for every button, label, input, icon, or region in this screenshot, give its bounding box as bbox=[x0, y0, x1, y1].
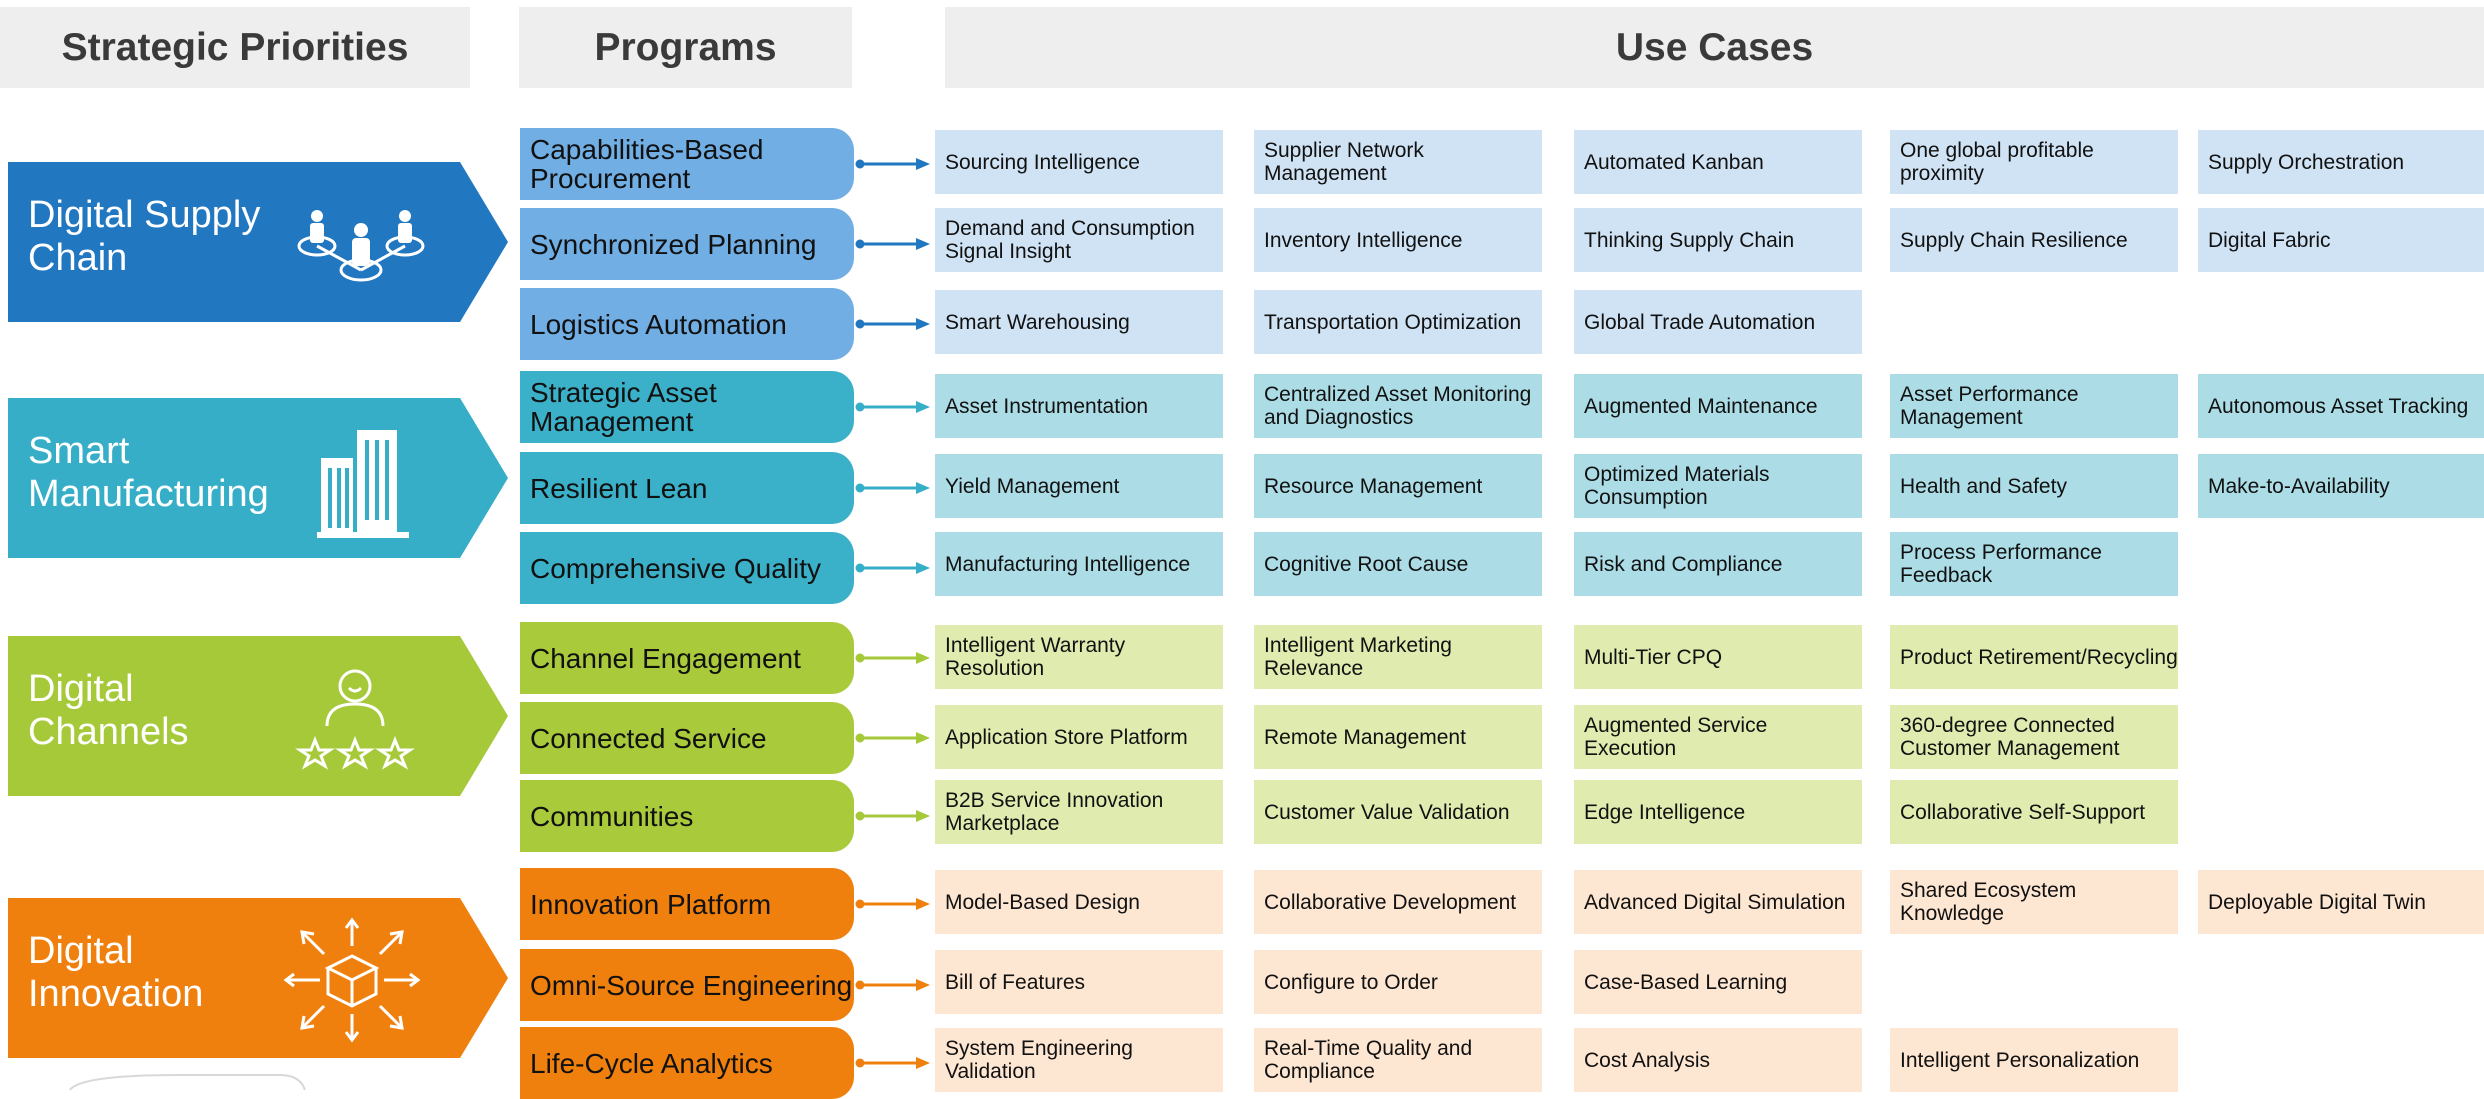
program-11: Omni-Source Engineering bbox=[520, 949, 854, 1021]
people-network-icon bbox=[293, 204, 433, 299]
pillar-title: Digital Supply Chain bbox=[28, 194, 261, 279]
use-case-tile: 360-degree Connected Customer Management bbox=[1890, 705, 2178, 769]
program-connector-arrow bbox=[852, 650, 932, 671]
use-case-tile: Intelligent Warranty Resolution bbox=[935, 625, 1223, 689]
use-case-tile: Model-Based Design bbox=[935, 870, 1223, 934]
pillar-title: Digital Innovation bbox=[28, 930, 204, 1015]
pillar-2: Smart Manufacturing bbox=[8, 398, 508, 558]
use-case-tile: Augmented Service Execution bbox=[1574, 705, 1862, 769]
user-rating-stars-icon bbox=[293, 664, 419, 779]
box-arrows-icon bbox=[278, 910, 428, 1057]
use-case-tile: Collaborative Self-Support bbox=[1890, 780, 2178, 844]
program-connector-arrow bbox=[852, 896, 932, 917]
use-case-tile: Customer Value Validation bbox=[1254, 780, 1542, 844]
pillar-arrow-shape bbox=[8, 898, 508, 1058]
program-7: Channel Engagement bbox=[520, 622, 854, 694]
use-case-tile: Supply Orchestration bbox=[2198, 130, 2484, 194]
pillar-arrow-shape bbox=[8, 636, 508, 796]
program-connector-arrow bbox=[852, 480, 932, 501]
use-case-tile: Application Store Platform bbox=[935, 705, 1223, 769]
use-case-tile: Make-to-Availability bbox=[2198, 454, 2484, 518]
use-case-tile: Shared Ecosystem Knowledge bbox=[1890, 870, 2178, 934]
use-case-tile: Thinking Supply Chain bbox=[1574, 208, 1862, 272]
use-case-tile: Smart Warehousing bbox=[935, 290, 1223, 354]
strategic-priorities-header-label: Strategic Priorities bbox=[61, 25, 409, 69]
use-case-tile: Resource Management bbox=[1254, 454, 1542, 518]
pillar-title: Smart Manufacturing bbox=[28, 430, 269, 515]
use-case-tile: Supplier Network Management bbox=[1254, 130, 1542, 194]
use-case-tile: B2B Service Innovation Marketplace bbox=[935, 780, 1223, 844]
use-case-tile: Sourcing Intelligence bbox=[935, 130, 1223, 194]
use-case-tile: Advanced Digital Simulation bbox=[1574, 870, 1862, 934]
use-case-tile: Process Performance Feedback bbox=[1890, 532, 2178, 596]
use-case-tile: Inventory Intelligence bbox=[1254, 208, 1542, 272]
use-case-tile: Automated Kanban bbox=[1574, 130, 1862, 194]
use-cases-header-label: Use Cases bbox=[1615, 25, 1814, 69]
use-case-tile: Deployable Digital Twin bbox=[2198, 870, 2484, 934]
program-3: Logistics Automation bbox=[520, 288, 854, 360]
use-case-tile: Case-Based Learning bbox=[1574, 950, 1862, 1014]
use-case-tile: Manufacturing Intelligence bbox=[935, 532, 1223, 596]
use-case-tile: One global profitable proximity bbox=[1890, 130, 2178, 194]
pillar-1: Digital Supply Chain bbox=[8, 162, 508, 322]
program-2: Synchronized Planning bbox=[520, 208, 854, 280]
pillar-3: Digital Channels bbox=[8, 636, 508, 796]
use-cases-header: Use Cases bbox=[945, 7, 2484, 88]
use-case-tile: Optimized Materials Consumption bbox=[1574, 454, 1862, 518]
strategic-priorities-header: Strategic Priorities bbox=[0, 7, 470, 88]
use-case-tile: Bill of Features bbox=[935, 950, 1223, 1014]
use-case-tile: Product Retirement/Recycling bbox=[1890, 625, 2178, 689]
use-case-tile: Yield Management bbox=[935, 454, 1223, 518]
program-connector-arrow bbox=[852, 156, 932, 177]
use-case-tile: Augmented Maintenance bbox=[1574, 374, 1862, 438]
program-1: Capabilities-Based Procurement bbox=[520, 128, 854, 200]
use-case-tile: System Engineering Validation bbox=[935, 1028, 1223, 1092]
program-connector-arrow bbox=[852, 236, 932, 257]
pillar-arrow-shape bbox=[8, 162, 508, 322]
program-connector-arrow bbox=[852, 808, 932, 829]
program-9: Communities bbox=[520, 780, 854, 852]
program-5: Resilient Lean bbox=[520, 452, 854, 524]
programs-header-label: Programs bbox=[594, 25, 777, 69]
use-case-tile: Intelligent Personalization bbox=[1890, 1028, 2178, 1092]
pillar-4: Digital Innovation bbox=[8, 898, 508, 1058]
use-case-tile: Asset Performance Management bbox=[1890, 374, 2178, 438]
program-6: Comprehensive Quality bbox=[520, 532, 854, 604]
use-case-tile: Collaborative Development bbox=[1254, 870, 1542, 934]
use-case-tile: Digital Fabric bbox=[2198, 208, 2484, 272]
use-case-tile: Cognitive Root Cause bbox=[1254, 532, 1542, 596]
use-case-tile: Risk and Compliance bbox=[1574, 532, 1862, 596]
pillar-title: Digital Channels bbox=[28, 668, 189, 753]
use-case-tile: Global Trade Automation bbox=[1574, 290, 1862, 354]
program-connector-arrow bbox=[852, 399, 932, 420]
use-case-tile: Demand and Consumption Signal Insight bbox=[935, 208, 1223, 272]
program-connector-arrow bbox=[852, 560, 932, 581]
use-case-tile: Autonomous Asset Tracking bbox=[2198, 374, 2484, 438]
use-case-tile: Cost Analysis bbox=[1574, 1028, 1862, 1092]
use-case-tile: Real-Time Quality and Compliance bbox=[1254, 1028, 1542, 1092]
use-case-tile: Health and Safety bbox=[1890, 454, 2178, 518]
use-case-tile: Multi-Tier CPQ bbox=[1574, 625, 1862, 689]
program-4: Strategic Asset Management bbox=[520, 371, 854, 443]
use-case-tile: Supply Chain Resilience bbox=[1890, 208, 2178, 272]
programs-header: Programs bbox=[519, 7, 852, 88]
use-case-tile: Asset Instrumentation bbox=[935, 374, 1223, 438]
program-connector-arrow bbox=[852, 977, 932, 998]
decorative-curve bbox=[69, 1074, 306, 1091]
use-case-tile: Centralized Asset Monitoring and Diagnos… bbox=[1254, 374, 1542, 438]
use-case-tile: Configure to Order bbox=[1254, 950, 1542, 1014]
use-case-tile: Edge Intelligence bbox=[1574, 780, 1862, 844]
program-connector-arrow bbox=[852, 730, 932, 751]
program-connector-arrow bbox=[852, 316, 932, 337]
program-10: Innovation Platform bbox=[520, 868, 854, 940]
use-case-tile: Intelligent Marketing Relevance bbox=[1254, 625, 1542, 689]
use-case-tile: Transportation Optimization bbox=[1254, 290, 1542, 354]
use-case-tile: Remote Management bbox=[1254, 705, 1542, 769]
program-connector-arrow bbox=[852, 1055, 932, 1076]
factory-buildings-icon bbox=[313, 426, 415, 551]
program-12: Life-Cycle Analytics bbox=[520, 1027, 854, 1099]
program-8: Connected Service bbox=[520, 702, 854, 774]
